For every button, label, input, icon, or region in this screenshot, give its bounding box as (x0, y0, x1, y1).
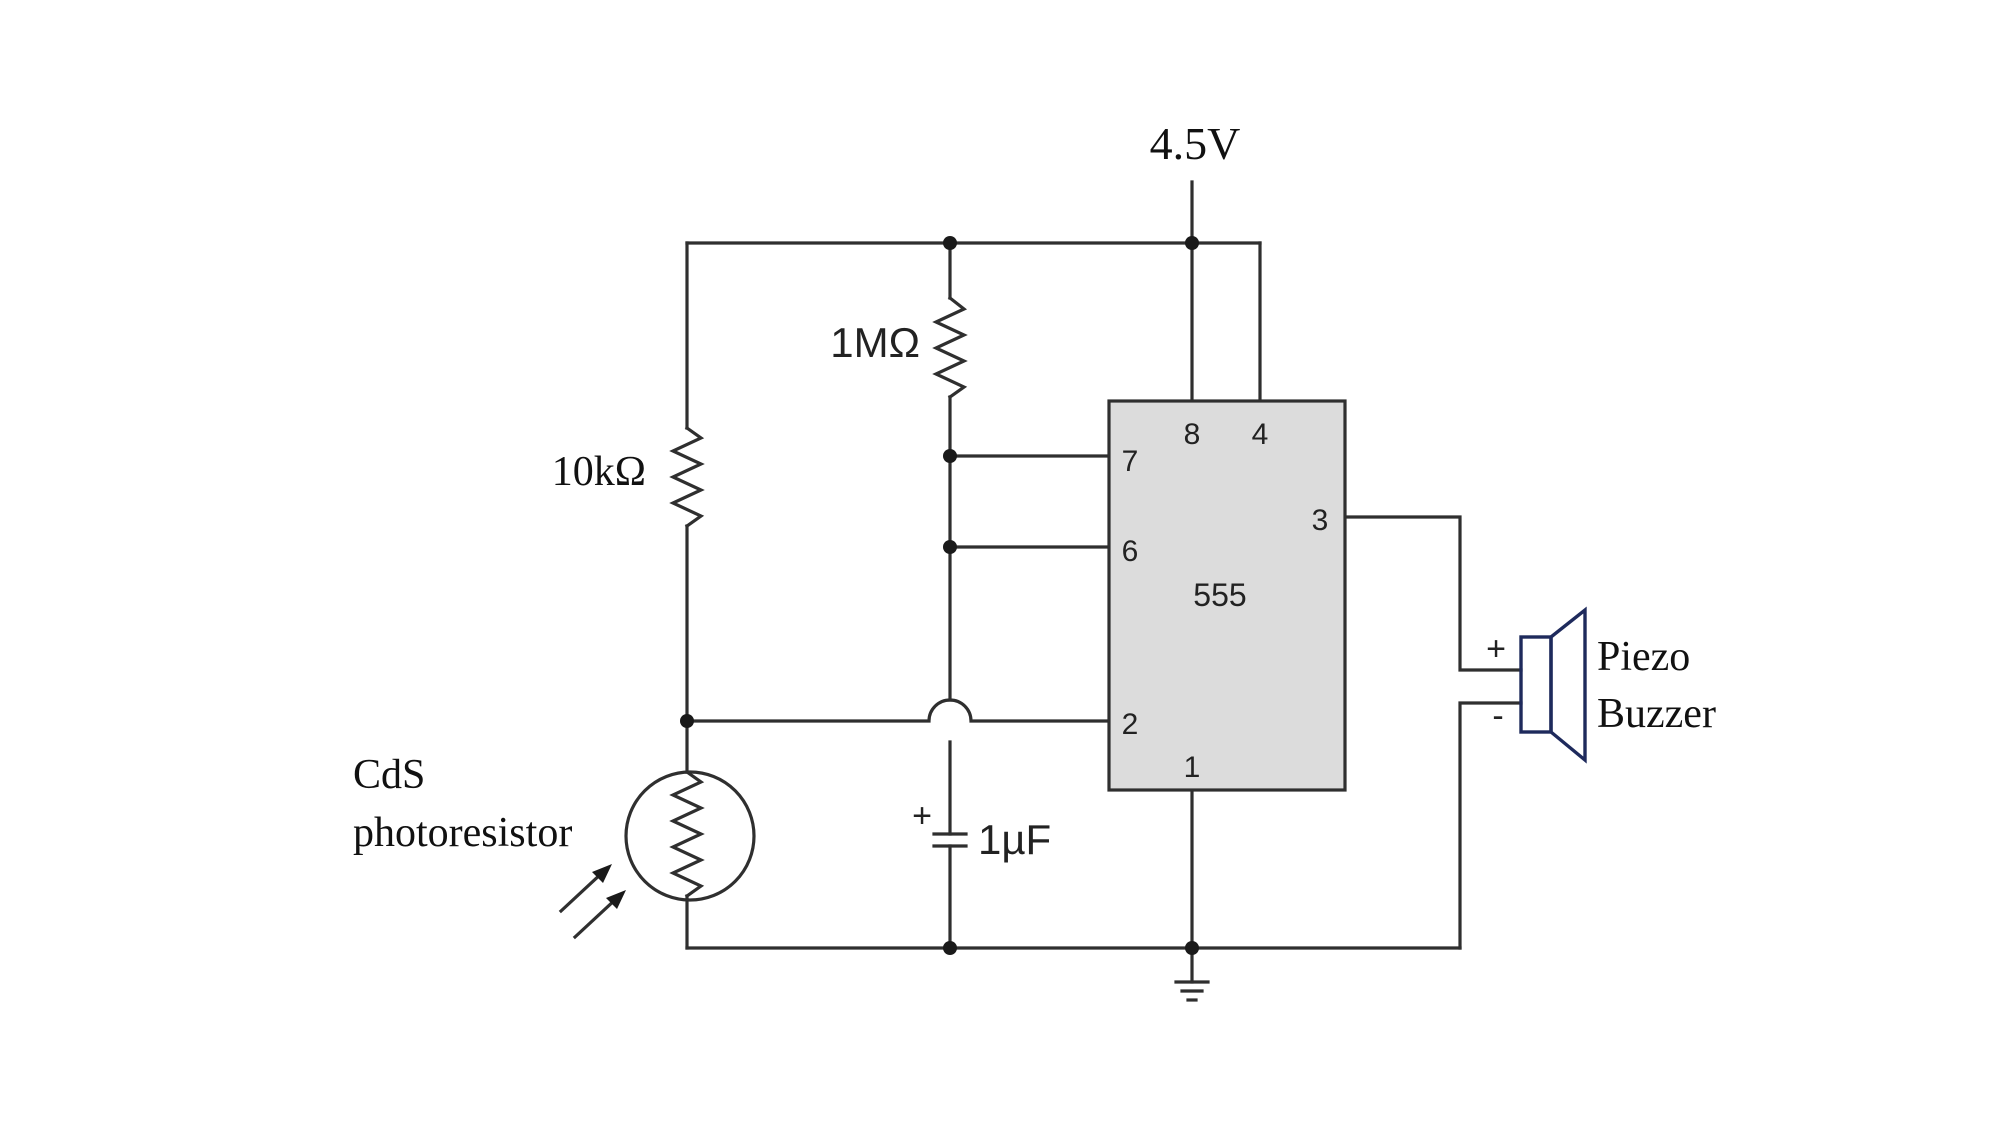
piezo-label-line2: Buzzer (1597, 691, 1716, 737)
pin-4-label: 4 (1252, 418, 1269, 451)
pin-8-label: 8 (1184, 418, 1201, 451)
buzzer-return-wire (1458, 701, 1523, 950)
output-wire (1343, 515, 1523, 672)
junction-pin7 (943, 449, 957, 463)
junction-pin6 (943, 540, 957, 554)
junction-trigger (680, 714, 694, 728)
supply-voltage-label: 4.5V (1150, 118, 1241, 169)
pin-7-label: 7 (1122, 445, 1139, 478)
piezo-buzzer-icon (1519, 606, 1587, 764)
ic-555-body (1107, 399, 1347, 792)
buzzer-plus-label: + (1486, 630, 1506, 668)
resistor-1m (932, 295, 968, 400)
light-arrows-icon (558, 864, 626, 940)
resistor-10k (669, 425, 705, 529)
junction-mid-top (943, 236, 957, 250)
ic-555-label: 555 (1193, 577, 1246, 613)
cds-label-line2: photoresistor (353, 810, 572, 856)
capacitor-plus-label: + (912, 797, 932, 835)
pin-1-label: 1 (1184, 751, 1201, 784)
capacitor-label: 1µF (978, 816, 1051, 863)
junction-supply (1185, 236, 1199, 250)
buzzer-minus-label: - (1492, 697, 1503, 735)
junction-ground (1185, 941, 1199, 955)
resistor-10k-label: 10kΩ (552, 449, 646, 495)
trigger-wire (685, 698, 1111, 723)
pin-2-label: 2 (1122, 708, 1139, 741)
photoresistor-symbol (624, 770, 756, 902)
cds-label-line1: CdS (353, 752, 425, 798)
piezo-label-line1: Piezo (1597, 634, 1690, 680)
cds-resistor-zigzag (669, 769, 705, 899)
pin-6-label: 6 (1122, 535, 1139, 568)
pin-3-label: 3 (1312, 504, 1329, 537)
resistor-1m-label: 1MΩ (830, 319, 920, 366)
junction-cap-ground (943, 941, 957, 955)
